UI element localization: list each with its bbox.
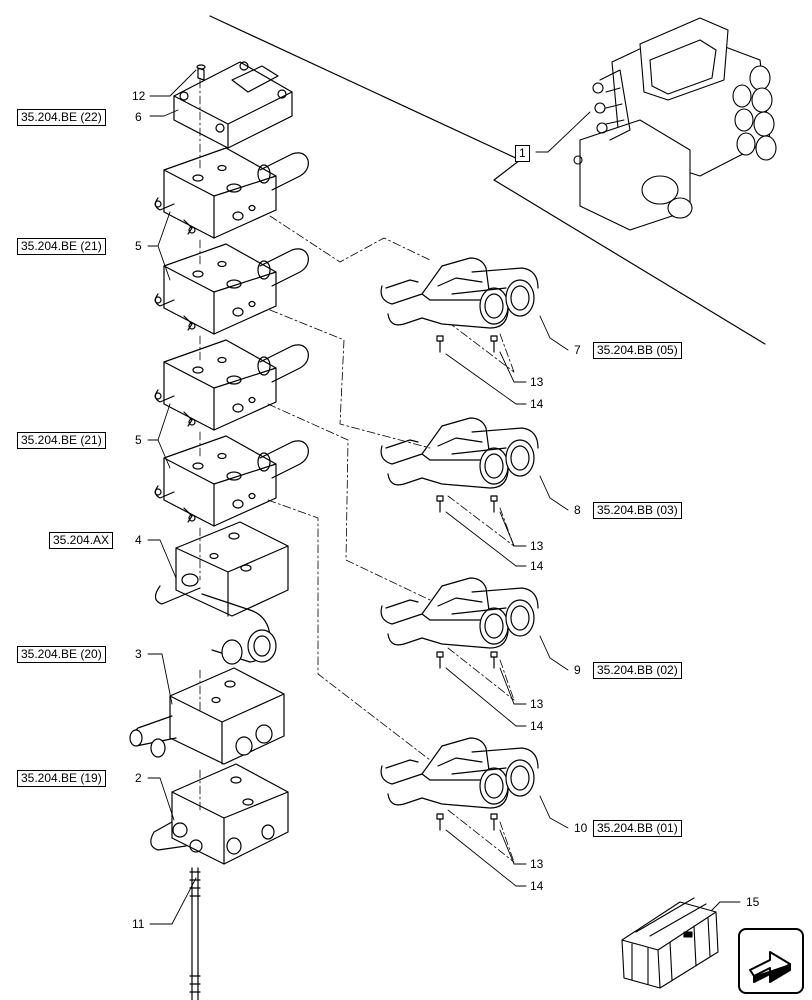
- reference-box-be20[interactable]: 35.204.BE (20): [17, 646, 106, 663]
- assembly-outline-line: [209, 15, 766, 345]
- item-number-6: 6: [135, 110, 142, 124]
- item-number-11: 11: [132, 917, 145, 931]
- item-number-5-lower: 5: [135, 433, 142, 447]
- item-number-13-c: 13: [530, 697, 544, 711]
- coupler-block-part-7: [380, 257, 539, 329]
- item-number-14-c: 14: [530, 719, 544, 733]
- item-number-14-a: 14: [530, 397, 544, 411]
- item-number-5-upper: 5: [135, 239, 142, 253]
- coupler-block-part-9: [380, 577, 539, 649]
- item-number-2: 2: [135, 771, 142, 785]
- item-number-14-b: 14: [530, 559, 544, 573]
- screw-part-b2: [490, 495, 498, 513]
- reference-box-bb01[interactable]: 35.204.BB (01): [593, 820, 682, 837]
- cover-plate-part: [173, 61, 293, 149]
- item-number-13-a: 13: [530, 375, 544, 389]
- shipping-crate-icon: [621, 897, 719, 989]
- reference-box-be19[interactable]: 35.204.BE (19): [17, 770, 106, 787]
- screw-part-d2: [490, 813, 498, 831]
- item-number-13-b: 13: [530, 539, 544, 553]
- priority-section-part: [154, 521, 289, 665]
- leader-lines: [147, 69, 741, 925]
- screw-part-c2: [490, 651, 498, 669]
- coupler-block-part-8: [380, 417, 539, 489]
- reference-box-be21-upper[interactable]: 35.204.BE (21): [17, 238, 106, 255]
- item-number-15: 15: [746, 895, 760, 909]
- spool-section-part-c: [154, 339, 309, 431]
- assembled-valve-illustration: [573, 17, 777, 231]
- item-number-8: 8: [574, 503, 581, 517]
- item-number-7: 7: [574, 343, 581, 357]
- item-number-12: 12: [132, 89, 146, 103]
- screw-part-b1: [436, 495, 444, 513]
- alignment-lines: [199, 79, 515, 863]
- item-number-3: 3: [135, 647, 142, 661]
- tie-rod-part: [189, 867, 201, 1000]
- screw-part-c1: [436, 651, 444, 669]
- inlet-section-part: [129, 667, 285, 765]
- reference-box-be22[interactable]: 35.204.BE (22): [17, 109, 106, 126]
- next-page-button[interactable]: [738, 928, 804, 994]
- reference-box-ax[interactable]: 35.204.AX: [49, 532, 114, 549]
- item-number-14-d: 14: [530, 879, 544, 893]
- assembly-callout-box[interactable]: 1: [515, 145, 530, 162]
- end-section-part: [150, 763, 289, 865]
- screw-part-d1: [436, 813, 444, 831]
- spool-section-part-d: [154, 435, 309, 527]
- spool-section-part-b: [154, 243, 309, 335]
- reference-box-bb03[interactable]: 35.204.BB (03): [593, 502, 682, 519]
- screw-part-a2: [490, 335, 498, 353]
- reference-box-bb02[interactable]: 35.204.BB (02): [593, 662, 682, 679]
- reference-box-be21-lower[interactable]: 35.204.BE (21): [17, 432, 106, 449]
- item-number-4: 4: [135, 533, 142, 547]
- spool-section-part-a: [154, 147, 309, 239]
- coupler-block-part-10: [380, 737, 539, 809]
- next-page-arrow-icon: [749, 951, 791, 983]
- item-number-10: 10: [574, 821, 588, 835]
- screw-part-a1: [436, 335, 444, 353]
- item-number-13-d: 13: [530, 857, 544, 871]
- reference-box-bb05[interactable]: 35.204.BB (05): [593, 342, 682, 359]
- item-number-9: 9: [574, 663, 581, 677]
